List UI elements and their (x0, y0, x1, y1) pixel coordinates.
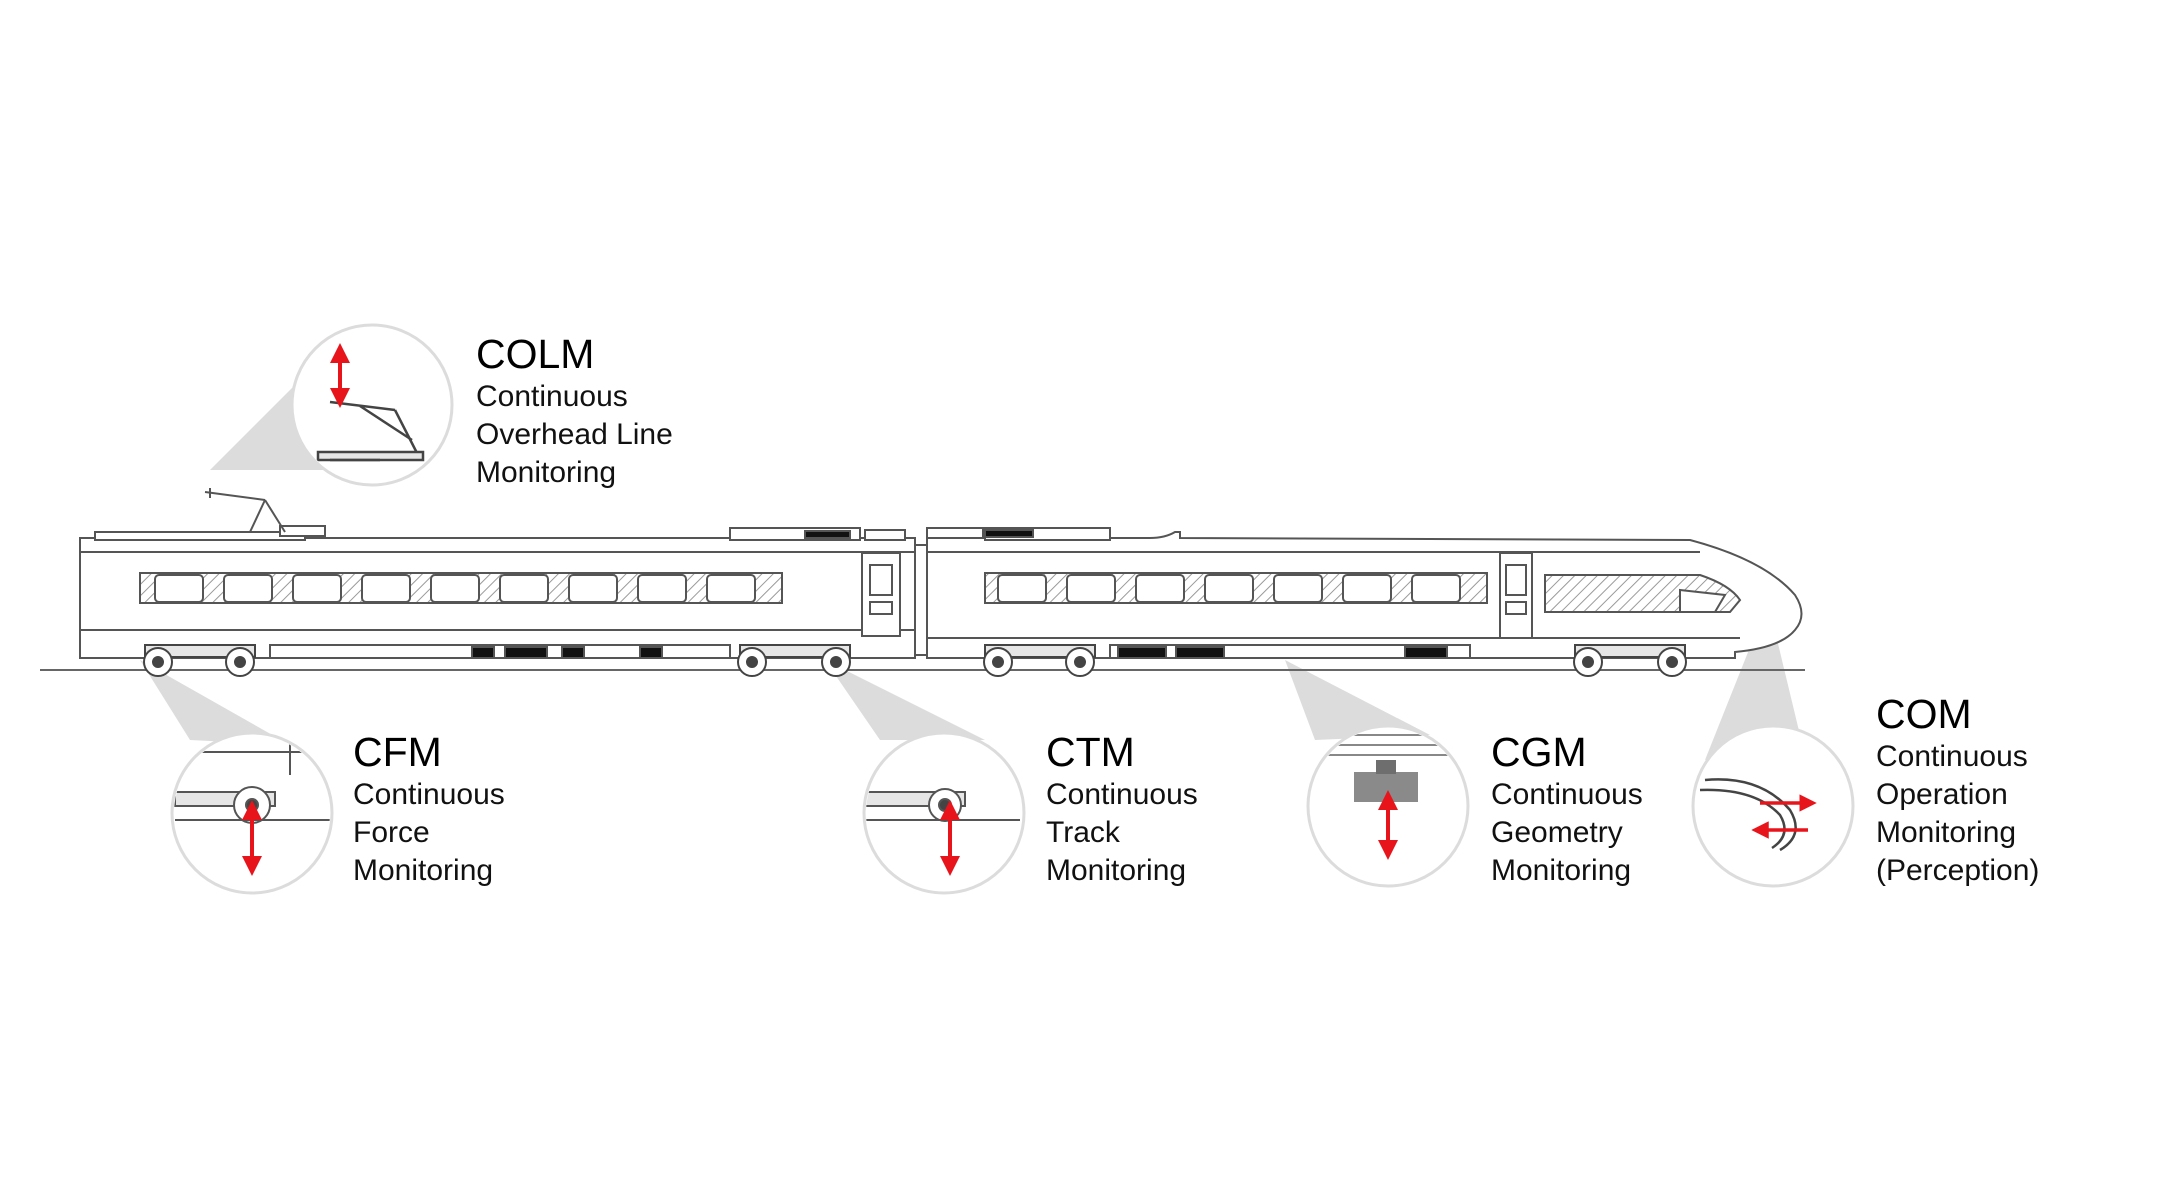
label-com-abbr: COM (1876, 691, 1972, 737)
bogie-1 (143, 644, 256, 677)
label-com-line-1: Continuous (1876, 740, 2028, 773)
gangway (914, 544, 928, 656)
label-com: COM Continuous Operation Monitoring (Per… (1876, 690, 2039, 890)
label-ctm-line-2: Track (1046, 816, 1120, 849)
bogie-4 (1573, 644, 1687, 677)
label-colm-abbr: COLM (476, 331, 595, 377)
label-cfm-abbr: CFM (353, 729, 442, 775)
car-1-windows (154, 574, 756, 603)
label-cfm-line-2: Force (353, 816, 430, 849)
label-colm-line-2: Overhead Line (476, 418, 673, 451)
label-cfm: CFM Continuous Force Monitoring (353, 728, 505, 890)
label-cgm: CGM Continuous Geometry Monitoring (1491, 728, 1643, 890)
label-ctm: CTM Continuous Track Monitoring (1046, 728, 1198, 890)
label-ctm-line-1: Continuous (1046, 778, 1198, 811)
callout-colm (290, 323, 454, 487)
label-cfm-line-1: Continuous (353, 778, 505, 811)
label-ctm-line-3: Monitoring (1046, 854, 1187, 887)
car-1-underframe (269, 644, 731, 659)
pantograph (204, 488, 286, 533)
label-ctm-abbr: CTM (1046, 729, 1135, 775)
cone-cfm (140, 660, 290, 745)
label-com-line-4: (Perception) (1876, 854, 2040, 887)
label-com-line-2: Operation (1876, 778, 2008, 811)
callout-cfm (170, 731, 334, 895)
label-colm-line-1: Continuous (476, 380, 628, 413)
cone-cgm (1285, 660, 1430, 740)
callout-ctm (862, 731, 1026, 895)
label-cfm-line-3: Monitoring (353, 854, 494, 887)
label-colm-line-3: Monitoring (476, 456, 617, 489)
bogie-3 (983, 644, 1096, 677)
label-cgm-abbr: CGM (1491, 729, 1587, 775)
bogies (143, 644, 1687, 677)
label-cgm-line-3: Monitoring (1491, 854, 1632, 887)
label-colm: COLM Continuous Overhead Line Monitoring (476, 330, 673, 492)
label-com-line-3: Monitoring (1876, 816, 2017, 849)
bogie-2 (737, 644, 851, 677)
car-2-windows (997, 574, 1461, 603)
train-drawing (79, 488, 1803, 659)
cone-ctm (825, 660, 985, 740)
label-cgm-line-2: Geometry (1491, 816, 1623, 849)
callout-com (1691, 724, 1855, 888)
label-cgm-line-1: Continuous (1491, 778, 1643, 811)
callout-cgm (1306, 724, 1470, 888)
